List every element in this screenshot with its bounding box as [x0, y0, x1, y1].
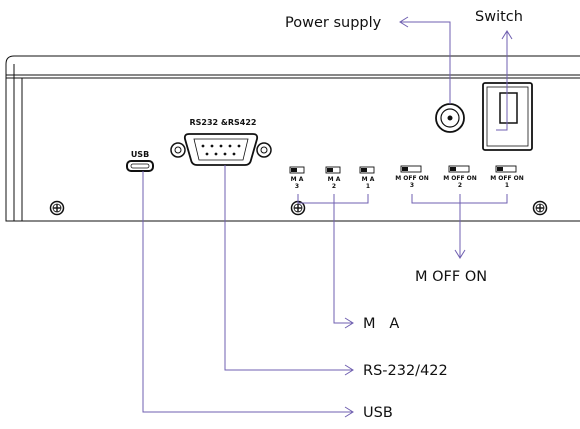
arrow-usb — [344, 406, 354, 418]
leader-rs232 — [224, 165, 353, 371]
svg-text:M OFF ON: M OFF ON — [490, 175, 524, 182]
db9-pins — [201, 144, 241, 156]
usb-port-label: USB — [131, 150, 149, 159]
power-jack — [435, 103, 465, 133]
dip-switch-ma-2: M A 2 — [325, 166, 341, 190]
svg-text:M A: M A — [362, 176, 375, 183]
device-enclosure — [5, 55, 580, 222]
dip-switch-ma-1: M A 1 — [359, 166, 375, 190]
svg-text:2: 2 — [458, 182, 462, 189]
dip-switch-moffon-1: M OFF ON 1 — [490, 165, 524, 189]
dip-group-moffon: M OFF ON 3 M OFF ON 2 M OFF ON 1 — [395, 165, 524, 189]
arrow-switch — [501, 30, 513, 40]
svg-text:2: 2 — [332, 183, 336, 190]
serial-screw-right — [256, 142, 272, 158]
label-switch: Switch — [475, 9, 523, 25]
db9-inner — [193, 138, 249, 161]
svg-text:1: 1 — [505, 182, 509, 189]
arrow-power — [399, 16, 409, 28]
arrow-ma — [344, 317, 354, 329]
arrow-moffon — [454, 249, 466, 259]
serial-port: RS232 &RS422 — [170, 118, 272, 166]
svg-text:M A: M A — [291, 176, 304, 183]
label-usb: USB — [363, 405, 393, 421]
svg-text:M OFF ON: M OFF ON — [395, 175, 429, 182]
dip-switch-moffon-2: M OFF ON 2 — [443, 165, 477, 189]
svg-text:M A: M A — [328, 176, 341, 183]
leader-power — [400, 21, 451, 104]
dip-group-ma: M A 3 M A 2 M A 1 — [289, 166, 375, 190]
usb-port: USB — [126, 150, 154, 172]
bracket-ma — [297, 194, 369, 204]
leader-lines — [142, 16, 513, 418]
dip-switch-moffon-3: M OFF ON 3 — [395, 165, 429, 189]
enclosure-outline — [5, 55, 580, 222]
label-power-supply: Power supply — [285, 15, 382, 31]
label-rs232-422: RS-232/422 — [363, 363, 448, 379]
serial-screw-left — [170, 142, 186, 158]
leader-usb — [142, 171, 353, 413]
dip-switch-ma-3: M A 3 — [289, 166, 305, 190]
svg-text:M OFF ON: M OFF ON — [443, 175, 477, 182]
leader-switch — [496, 31, 508, 131]
screw-right — [532, 200, 548, 216]
leader-ma — [333, 194, 353, 324]
svg-text:3: 3 — [410, 182, 414, 189]
arrow-rs232 — [344, 364, 354, 376]
svg-text:3: 3 — [295, 183, 299, 190]
svg-text:1: 1 — [366, 183, 370, 190]
serial-port-label: RS232 &RS422 — [189, 118, 256, 127]
db9-shell — [183, 133, 259, 166]
label-m-off-on: M OFF ON — [415, 269, 487, 285]
screw-left — [49, 200, 65, 216]
label-m-a: M A — [363, 316, 399, 332]
